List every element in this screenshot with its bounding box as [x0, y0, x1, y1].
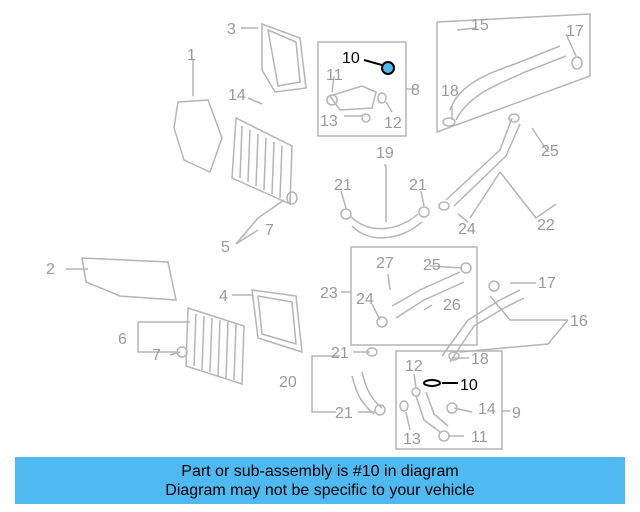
part-23-pipe: [391, 271, 465, 319]
callout-8: 8: [411, 82, 420, 99]
callout-7a: 7: [265, 222, 274, 239]
part-16-hose: [441, 289, 525, 363]
callout-3: 3: [227, 21, 236, 38]
part-10-oring-bottom: [423, 379, 441, 387]
callout-12a: 12: [384, 115, 402, 132]
part-6-outline: [185, 306, 245, 386]
callout-27: 27: [376, 255, 394, 272]
callout-11a: 11: [326, 67, 343, 84]
part-19-hose: [349, 213, 423, 239]
callout-13b: 13: [403, 431, 421, 448]
callout-2: 2: [46, 261, 55, 278]
banner-line-1: Part or sub-assembly is #10 in diagram: [181, 462, 459, 480]
callout-14b: 14: [478, 401, 496, 418]
callout-12b: 12: [405, 358, 423, 375]
callout-5: 5: [221, 239, 230, 256]
callout-17b: 17: [538, 275, 556, 292]
callout-6: 6: [118, 331, 127, 348]
callout-15: 15: [471, 17, 489, 34]
callout-9: 9: [512, 405, 521, 422]
part-8-pipe: [328, 85, 377, 111]
callout-18a: 18: [441, 83, 459, 100]
banner-line-2: Diagram may not be specific to your vehi…: [165, 481, 475, 499]
part-1-outline: [173, 99, 223, 174]
callout-20: 20: [279, 374, 297, 391]
part-20-hose: [351, 371, 383, 415]
callout-23: 23: [320, 285, 338, 302]
info-banner: Part or sub-assembly is #10 in diagram D…: [15, 457, 625, 504]
callout-11b: 11: [471, 429, 488, 446]
callout-14a: 14: [228, 87, 246, 104]
callout-21c: 21: [331, 345, 349, 362]
callout-24b: 24: [356, 291, 374, 308]
callout-7b: 7: [152, 347, 161, 364]
part-9-hose: [415, 391, 449, 433]
callout-25a: 25: [541, 143, 559, 160]
part-15-hose: [449, 45, 567, 121]
part-3-outline: [261, 22, 307, 93]
group-box-9: [395, 350, 503, 450]
callout-13a: 13: [320, 113, 338, 130]
highlighted-part-10: [363, 59, 458, 387]
callout-24a: 24: [458, 221, 476, 238]
callout-26: 26: [443, 297, 461, 314]
parts-diagram: 1 2 3 4 5 6 7 7 8 9 10 10 11 11 12 12 13…: [46, 13, 591, 450]
callout-1: 1: [187, 47, 196, 64]
part-22-pipe: [445, 117, 521, 207]
part-10-oring-top: [381, 61, 395, 75]
callout-21d: 21: [335, 405, 353, 422]
part-2-outline: [81, 257, 177, 301]
group-box-23: [350, 246, 478, 346]
part-4-outline: [251, 289, 303, 354]
callout-21b: 21: [409, 177, 427, 194]
callout-19: 19: [376, 145, 394, 162]
group-box-15: [436, 13, 591, 134]
callout-16: 16: [570, 313, 588, 330]
callout-17a: 17: [566, 23, 584, 40]
callout-25b: 25: [423, 257, 441, 274]
callout-10a: 10: [342, 50, 360, 67]
callout-21a: 21: [334, 177, 352, 194]
callout-22: 22: [537, 217, 555, 234]
callout-18b: 18: [471, 351, 489, 368]
callout-4: 4: [219, 288, 228, 305]
callout-10b: 10: [460, 377, 478, 394]
